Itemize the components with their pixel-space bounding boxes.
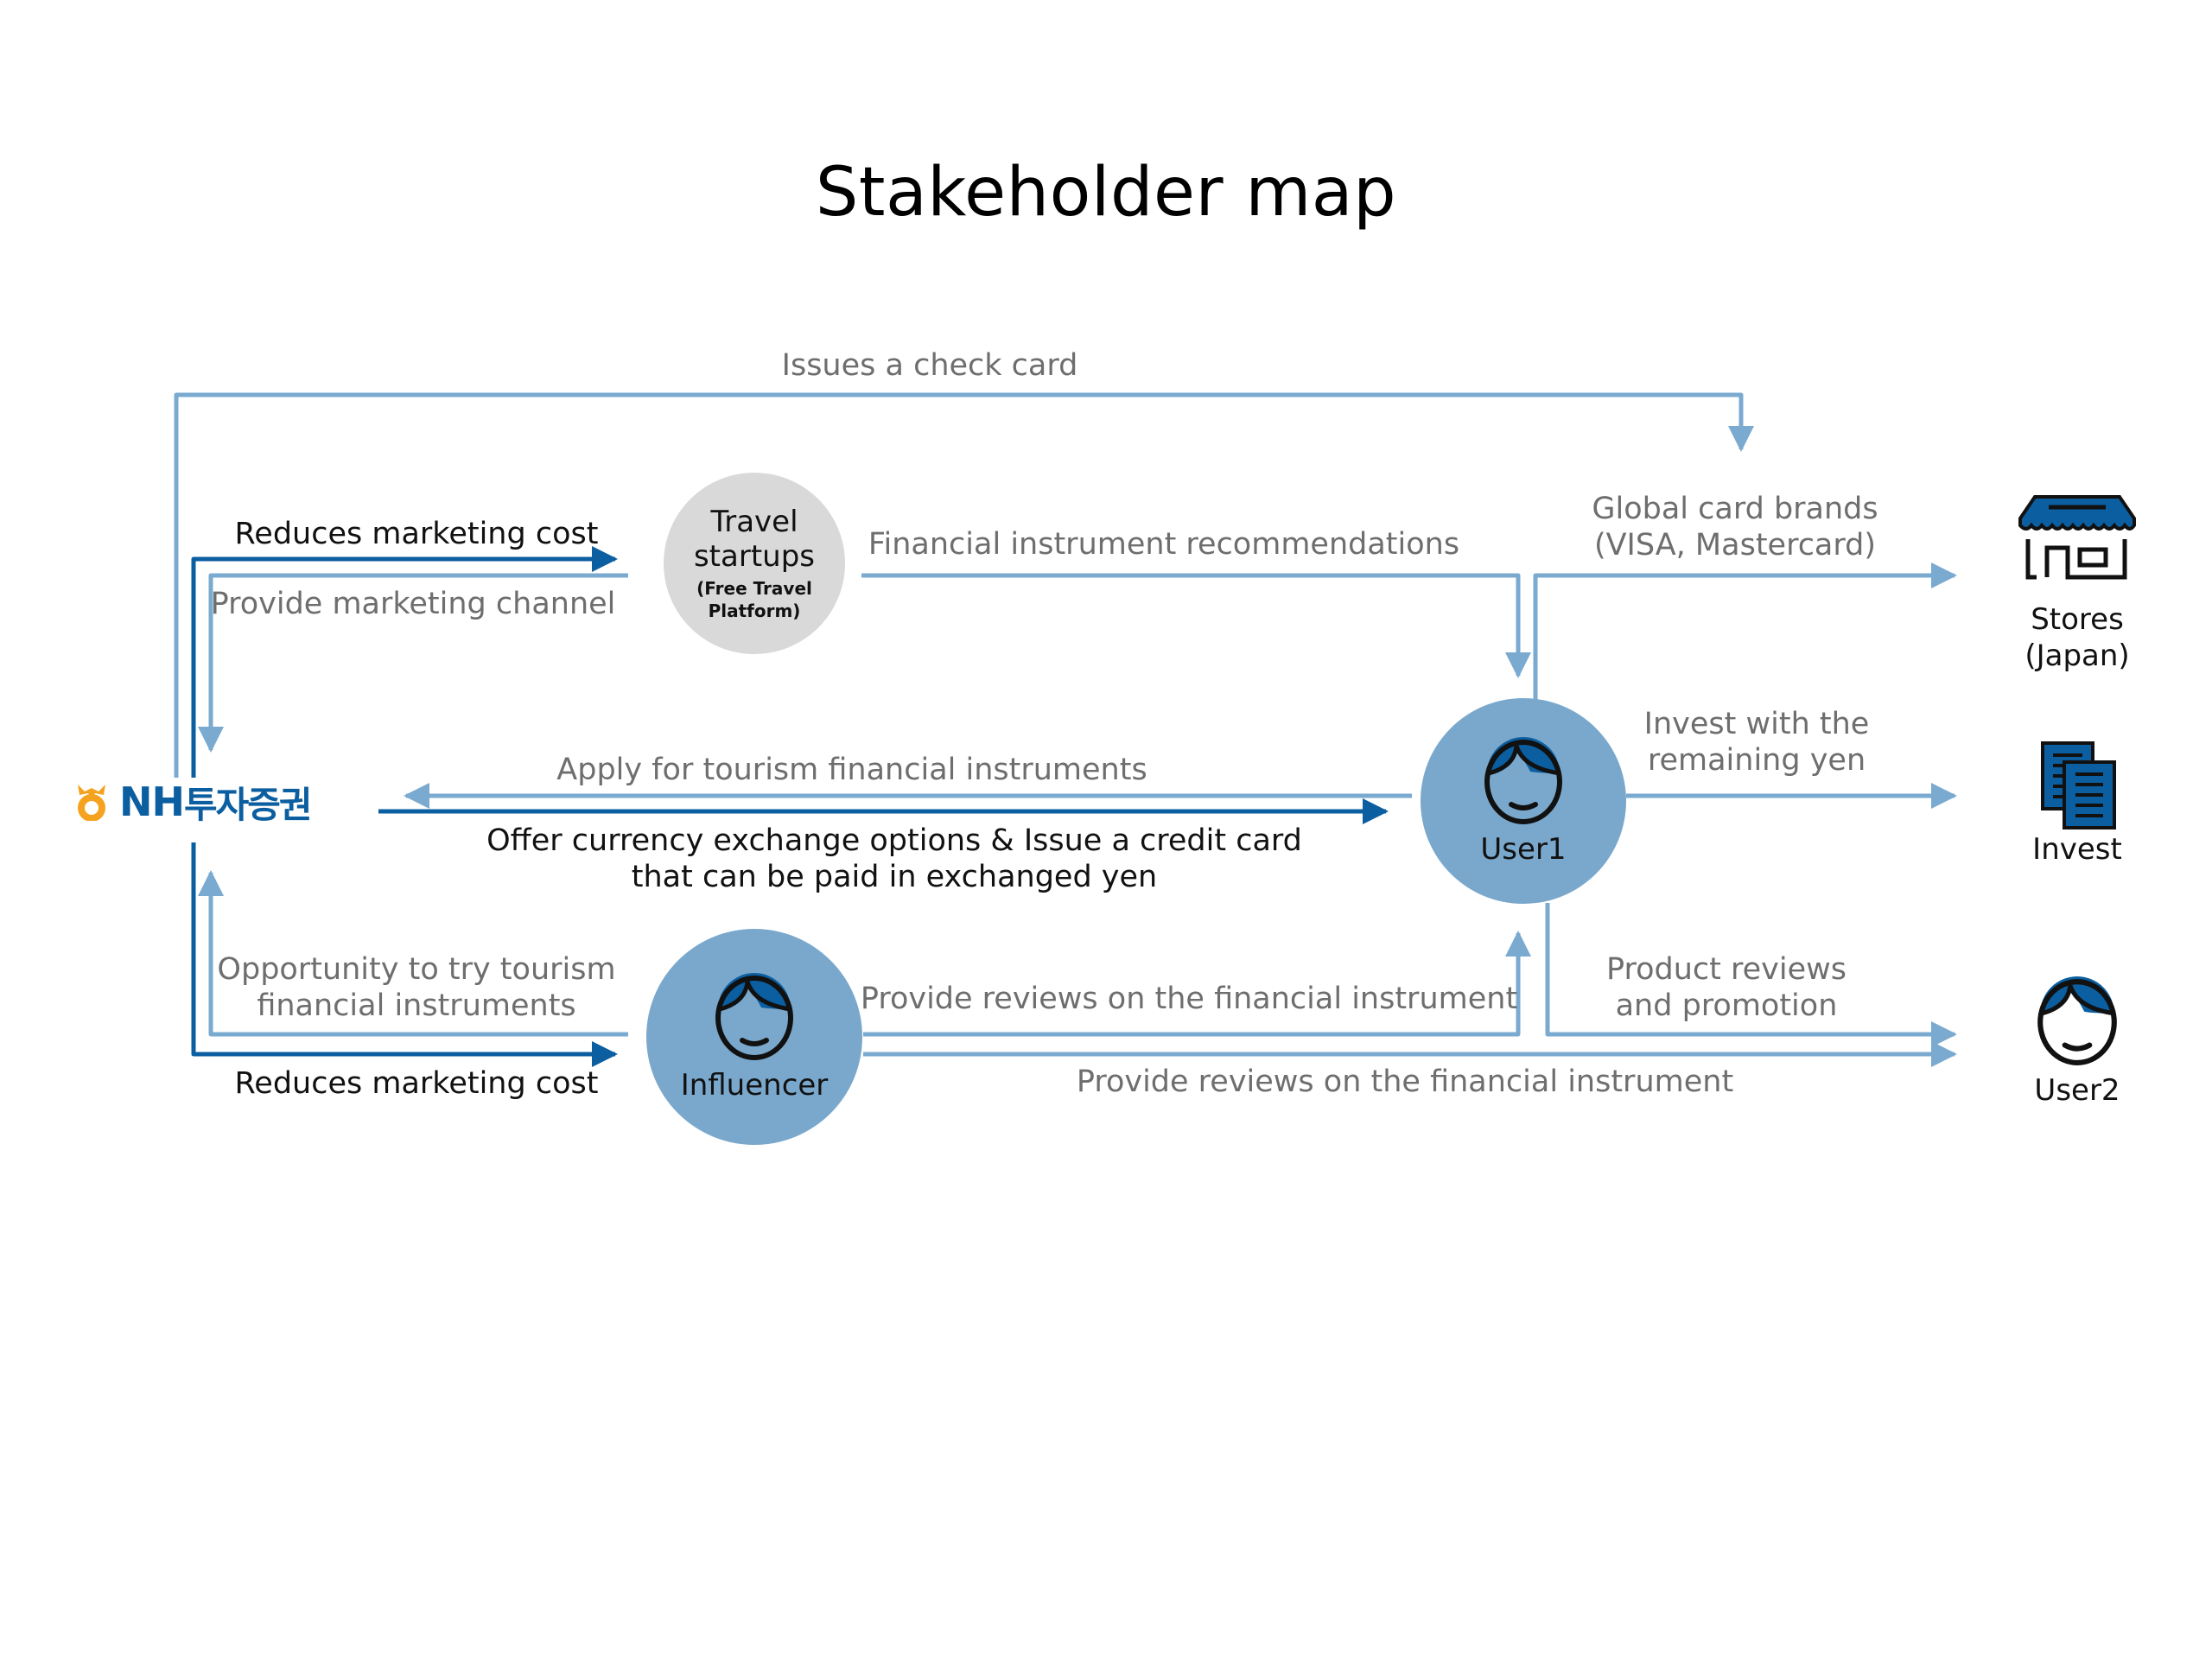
label-reduces-cost-bottom: Reduces marketing cost <box>234 1066 599 1101</box>
label-product-line1: Product reviews <box>1605 952 1847 987</box>
flow-reviews-to-user1 <box>863 931 1531 1037</box>
flow-provide-channel <box>198 573 628 753</box>
person-icon <box>2037 976 2117 1065</box>
label-offer: Offer currency exchange options & Issue … <box>486 823 1302 895</box>
flow-reduces-cost-bottom <box>191 842 618 1067</box>
travel-name-line1: Travel <box>710 505 798 539</box>
node-user1: User1 <box>1421 698 1626 904</box>
label-reduces-cost-top: Reduces marketing cost <box>234 517 599 551</box>
label-invest: Invest with the remaining yen <box>1644 706 1870 779</box>
store-icon <box>2018 495 2136 580</box>
influencer-name: Influencer <box>680 1068 829 1103</box>
documents-icon <box>2041 741 2116 830</box>
logo-brand: NH <box>119 779 185 825</box>
label-global-card-brands: Global card brands (VISA, Mastercard) <box>1592 491 1878 563</box>
label-apply: Apply for tourism financial instruments <box>556 753 1147 787</box>
label-global-line2: (VISA, Mastercard) <box>1593 528 1877 563</box>
label-product-line2: and promotion <box>1615 988 1838 1023</box>
person-icon <box>715 973 793 1060</box>
flow-opportunity <box>198 870 628 1037</box>
stores-line1: Stores <box>2031 602 2124 637</box>
flow-product-reviews <box>1545 903 1957 1047</box>
flow-reduces-cost-top <box>191 546 618 778</box>
flow-recommendations <box>861 573 1531 678</box>
stores-label: Stores (Japan) <box>2024 601 2129 674</box>
page-title: Stakeholder map <box>815 154 1397 232</box>
nh-emblem-icon <box>78 785 105 821</box>
flow-to-stores <box>1533 563 1957 700</box>
person-icon <box>1484 737 1562 824</box>
node-travel-startups: Travel startups (Free Travel Platform) <box>664 473 845 654</box>
label-opportunity-line2: financial instruments <box>257 988 576 1023</box>
travel-sub-line2: Platform) <box>708 601 801 621</box>
stores-line2: (Japan) <box>2024 639 2130 673</box>
user1-name: User1 <box>1480 832 1567 867</box>
travel-name-line2: startups <box>693 539 816 574</box>
invest-label: Invest <box>2032 832 2122 867</box>
label-offer-line2: that can be paid in exchanged yen <box>631 860 1158 894</box>
label-invest-line2: remaining yen <box>1647 743 1866 778</box>
logo-korean-name: 투자증권 <box>184 783 313 826</box>
label-invest-line1: Invest with the <box>1643 707 1870 741</box>
flow-issues-check-card <box>174 392 1754 778</box>
label-global-line1: Global card brands <box>1592 492 1878 526</box>
label-opportunity-line1: Opportunity to try tourism <box>217 952 616 987</box>
label-reviews-to-user1: Provide reviews on the financial instrum… <box>860 982 1518 1016</box>
user2-label: User2 <box>2034 1073 2120 1108</box>
label-opportunity: Opportunity to try tourism financial ins… <box>217 951 615 1024</box>
nh-logo: NH 투자증권 <box>74 778 313 826</box>
label-issues-check-card: Issues a check card <box>781 348 1078 383</box>
label-offer-line1: Offer currency exchange options & Issue … <box>486 823 1302 858</box>
travel-sub-line1: (Free Travel <box>696 578 812 599</box>
label-reviews-to-user2: Provide reviews on the financial instrum… <box>1076 1065 1734 1099</box>
label-recommendations: Financial instrument recommendations <box>868 527 1460 562</box>
label-product-reviews: Product reviews and promotion <box>1606 951 1847 1024</box>
node-influencer: Influencer <box>646 929 862 1145</box>
label-provide-channel: Provide marketing channel <box>210 587 616 621</box>
